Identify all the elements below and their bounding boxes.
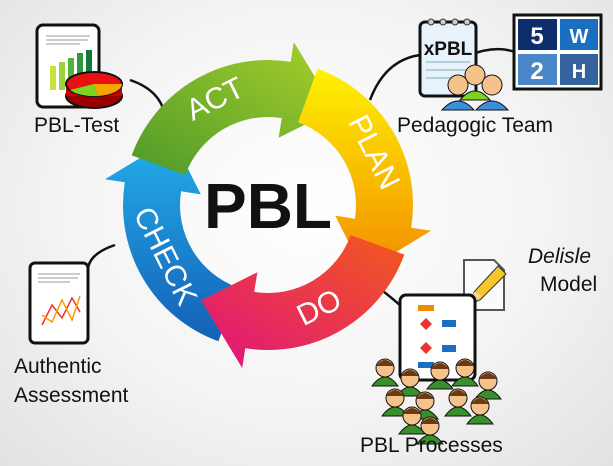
person-icon (396, 368, 424, 397)
test-report-icon (35, 23, 123, 109)
person-icon (398, 406, 426, 435)
node-pbl-test: PBL-Test (34, 114, 120, 137)
team-people-icon (440, 64, 510, 111)
person-icon (451, 358, 479, 387)
cycle-arrow-plan (298, 68, 431, 272)
grid-h: H (572, 61, 586, 83)
person-icon (444, 388, 472, 417)
person-icon (474, 371, 502, 400)
person-icon (426, 361, 454, 390)
5w2h-grid: 5 W 2 H (512, 13, 603, 91)
grid-2: 2 (530, 58, 543, 85)
xpbl-label: xPBL (424, 39, 473, 60)
cycle-arrow-act (131, 42, 335, 175)
node-authentic-line1: Authentic (14, 355, 102, 378)
person-icon (371, 358, 399, 387)
assessment-chart-document-icon (28, 261, 90, 345)
node-delisle-model: Model (540, 273, 598, 296)
center-label: PBL (204, 170, 332, 242)
person-icon (381, 388, 409, 417)
node-pbl-processes: PBL Processes (360, 434, 503, 457)
grid-5: 5 (530, 23, 543, 50)
cycle-arrow-check (105, 138, 238, 342)
people-crowd-icon (371, 358, 502, 445)
node-delisle-italic: Delisle (528, 245, 592, 268)
grid-w: W (570, 26, 589, 48)
node-authentic-line2: Assessment (14, 384, 129, 407)
person-icon (416, 416, 444, 445)
cycle-arrow-do (201, 235, 405, 368)
person-icon (466, 396, 494, 425)
node-pedagogic-team: Pedagogic Team (397, 114, 554, 137)
